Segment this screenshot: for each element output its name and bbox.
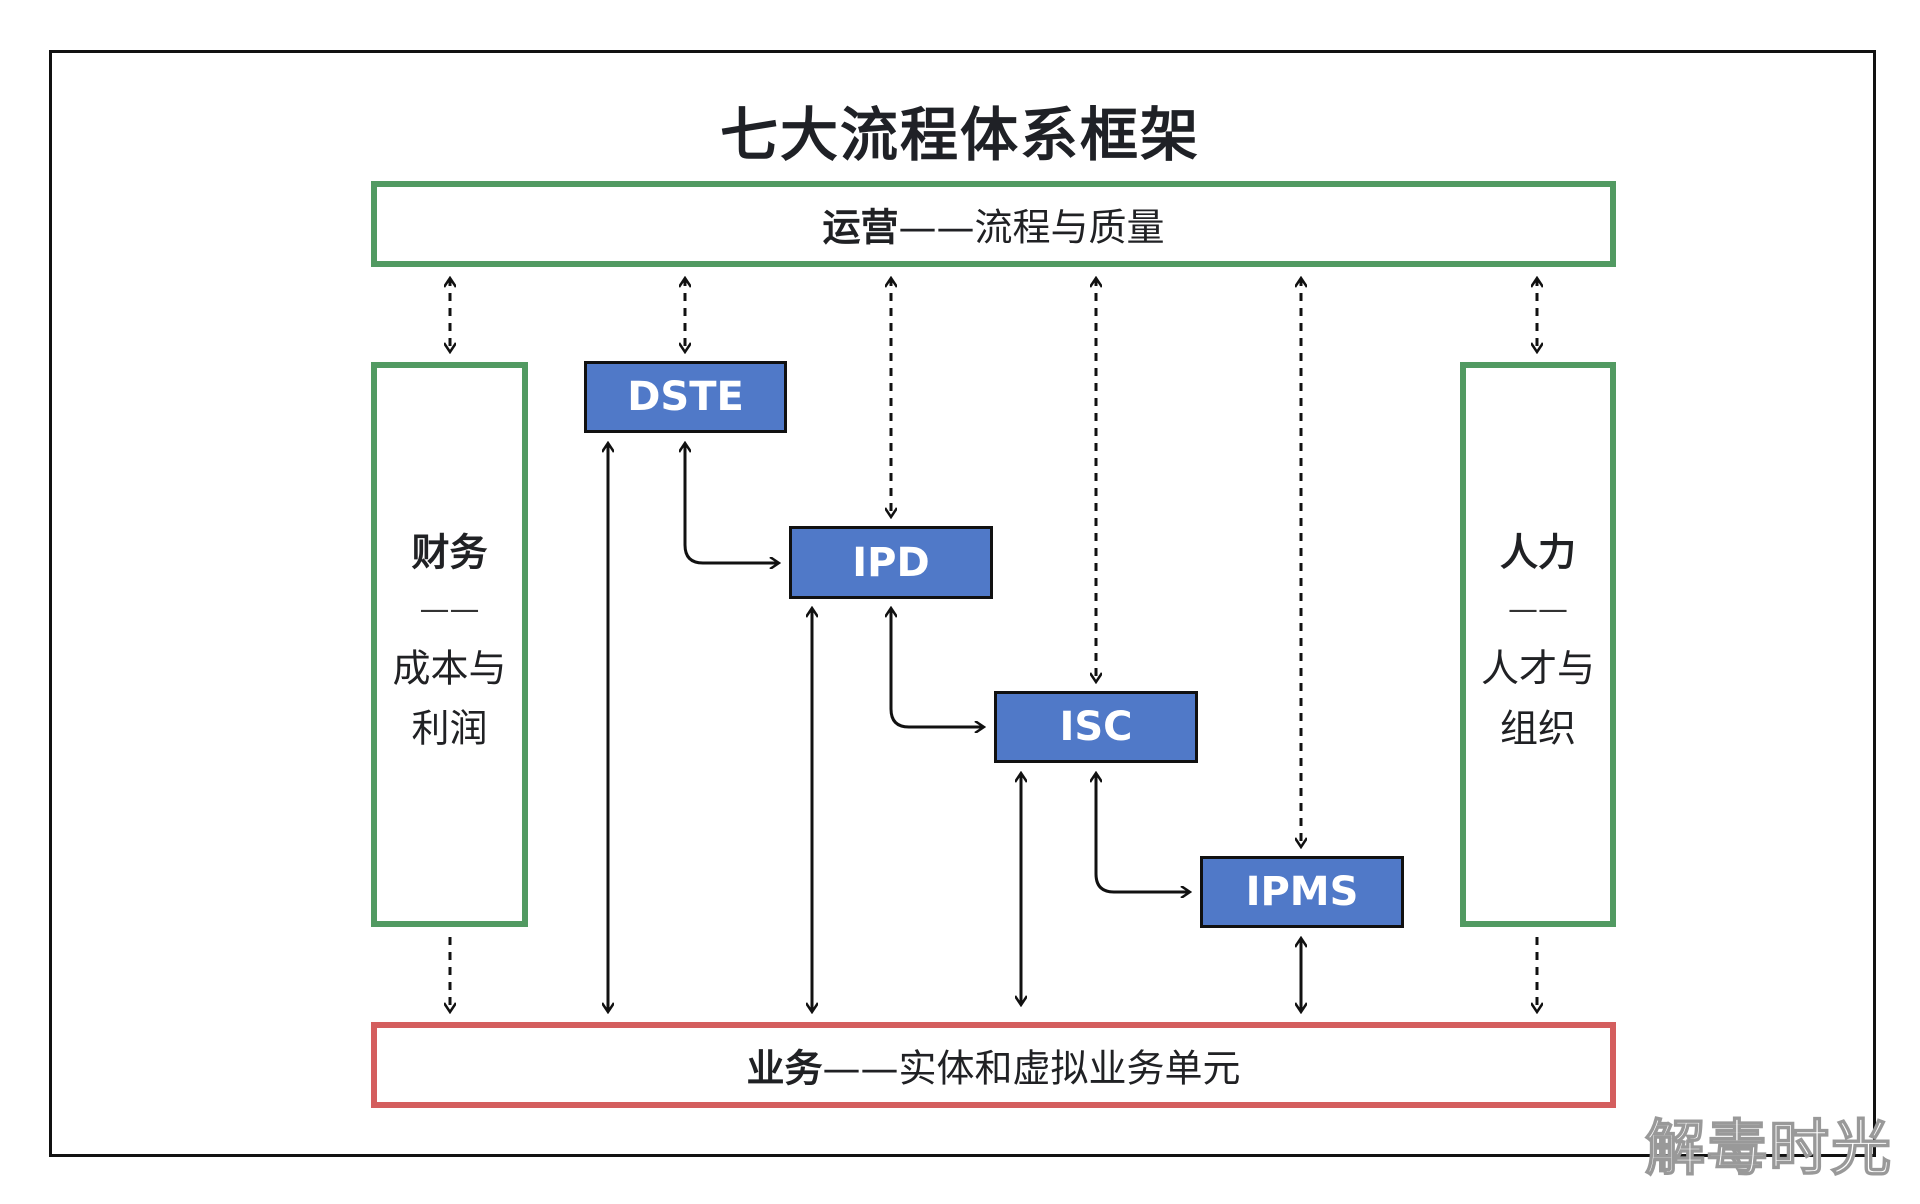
- finance-line2: 利润: [411, 705, 488, 750]
- hr-line1: 人才与: [1480, 645, 1595, 690]
- business-subtitle: ——实体和虚拟业务单元: [822, 1046, 1241, 1091]
- process-ipd: IPD: [789, 526, 993, 599]
- business-title: 业务: [746, 1046, 823, 1091]
- hr-box: 人力 —— 人才与 组织: [1460, 362, 1616, 927]
- diagram-title: 七大流程体系框架: [719, 101, 1200, 169]
- arrow-dste-ipd: [685, 443, 779, 563]
- finance-label: 财务 —— 成本与 利润: [377, 522, 522, 758]
- operations-subtitle: ——流程与质量: [898, 205, 1165, 250]
- operations-label: 运营——流程与质量: [377, 197, 1610, 252]
- process-isc: ISC: [994, 691, 1198, 763]
- operations-title: 运营: [822, 205, 899, 250]
- process-ipms: IPMS: [1200, 856, 1404, 928]
- hr-label: 人力 —— 人才与 组织: [1466, 522, 1610, 758]
- business-box: 业务——实体和虚拟业务单元: [371, 1022, 1616, 1108]
- operations-box: 运营——流程与质量: [371, 181, 1616, 267]
- arrow-ipd-isc: [891, 608, 984, 727]
- finance-title: 财务: [411, 529, 488, 574]
- arrow-isc-ipms: [1096, 773, 1190, 892]
- outer-frame: [49, 50, 1876, 1157]
- watermark: 解毒时光: [1644, 1113, 1893, 1185]
- hr-dash: ——: [1508, 591, 1568, 627]
- finance-box: 财务 —— 成本与 利润: [371, 362, 528, 927]
- process-dste: DSTE: [584, 361, 787, 433]
- finance-line1: 成本与: [392, 645, 507, 690]
- business-label: 业务——实体和虚拟业务单元: [377, 1038, 1610, 1093]
- finance-dash: ——: [419, 591, 480, 627]
- hr-line2: 组织: [1499, 705, 1576, 750]
- hr-title: 人力: [1499, 529, 1576, 574]
